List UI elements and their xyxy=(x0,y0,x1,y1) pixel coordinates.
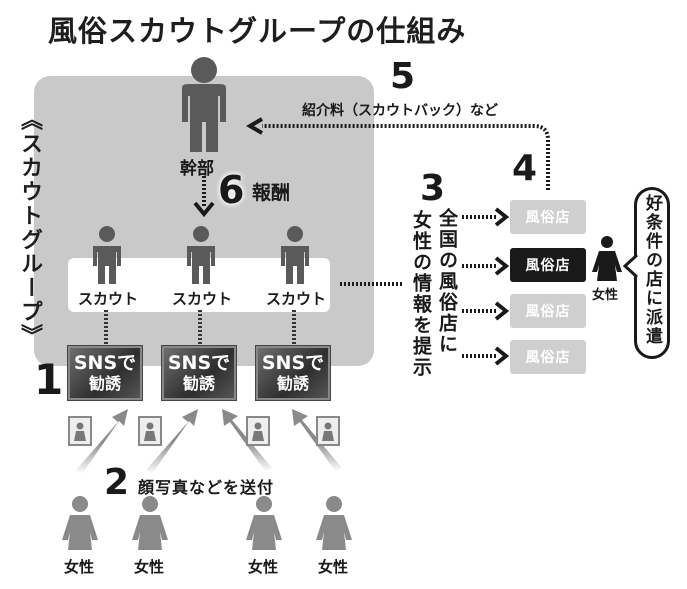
woman-label-1: 女性 xyxy=(64,558,95,576)
woman-label-3: 女性 xyxy=(248,558,279,576)
shop-arrows xyxy=(462,207,510,366)
step-6-text: 報酬 xyxy=(252,182,291,204)
sns-line1: SNSで xyxy=(73,352,137,374)
photo-icon xyxy=(246,416,270,446)
scout-person-icon xyxy=(281,226,309,284)
step-5-number: 5 xyxy=(390,56,416,97)
shop-box-1: 風俗店 xyxy=(510,200,586,234)
step-6-number: 6 xyxy=(218,168,245,212)
scout-group-label: 《スカウトグループ》 xyxy=(17,108,42,348)
fee-flow-line xyxy=(262,124,550,190)
sns-line1: SNSで xyxy=(261,352,325,374)
scout-label-2: スカウト xyxy=(172,290,233,308)
woman-dispatched-label: 女性 xyxy=(592,288,619,303)
photo-icon xyxy=(316,416,340,446)
dispatch-text: 好条件の店に派遣 xyxy=(642,194,662,346)
sns-line2: 勧誘 xyxy=(276,374,309,393)
sns-recruit-box-2: SNSで 勧誘 xyxy=(161,345,237,401)
diagram-title: 風俗スカウトグループの仕組み xyxy=(48,14,467,48)
shop-box-4: 風俗店 xyxy=(510,340,586,374)
woman-label-4: 女性 xyxy=(318,558,349,576)
sns-line2: 勧誘 xyxy=(88,374,121,393)
sns-line2: 勧誘 xyxy=(182,374,215,393)
step-2-text: 顔写真などを送付 xyxy=(138,478,275,497)
scout-label-1: スカウト xyxy=(78,290,139,308)
woman-icon xyxy=(62,496,98,550)
scout-person-icon xyxy=(93,226,121,284)
woman-label-2: 女性 xyxy=(134,558,165,576)
step-3-text-col2: 全国の風俗店に xyxy=(436,208,458,355)
step-3-text-col1: 女性の情報を提示 xyxy=(410,210,432,378)
step-2-number: 2 xyxy=(104,462,130,503)
woman-icon xyxy=(246,496,282,550)
executive-label: 幹部 xyxy=(180,159,214,179)
photo-icon xyxy=(138,416,162,446)
sns-line1: SNSで xyxy=(167,352,231,374)
step-4-number: 4 xyxy=(512,148,538,189)
photo-arrow-1 xyxy=(76,409,128,474)
executive-person-icon xyxy=(182,57,226,152)
reward-arrowhead-icon xyxy=(193,201,215,218)
woman-icon xyxy=(316,496,352,550)
step-1-number: 1 xyxy=(34,355,64,404)
woman-icon xyxy=(132,496,168,550)
scout-label-3: スカウト xyxy=(266,290,327,308)
shop-box-3: 風俗店 xyxy=(510,294,586,328)
photo-arrow-2 xyxy=(146,409,198,474)
fee-arrowhead-icon xyxy=(246,117,264,135)
woman-dispatched-icon xyxy=(592,236,622,281)
scout-person-icon xyxy=(187,226,215,284)
shop-box-2-selected: 風俗店 xyxy=(510,248,586,282)
photo-icon xyxy=(68,416,92,446)
step-3-number: 3 xyxy=(420,168,446,209)
sns-recruit-box-1: SNSで 勧誘 xyxy=(67,345,143,401)
sns-recruit-box-3: SNSで 勧誘 xyxy=(255,345,331,401)
step-5-text: 紹介料（スカウトバック）など xyxy=(302,103,498,119)
bubble-pointer xyxy=(622,254,638,278)
